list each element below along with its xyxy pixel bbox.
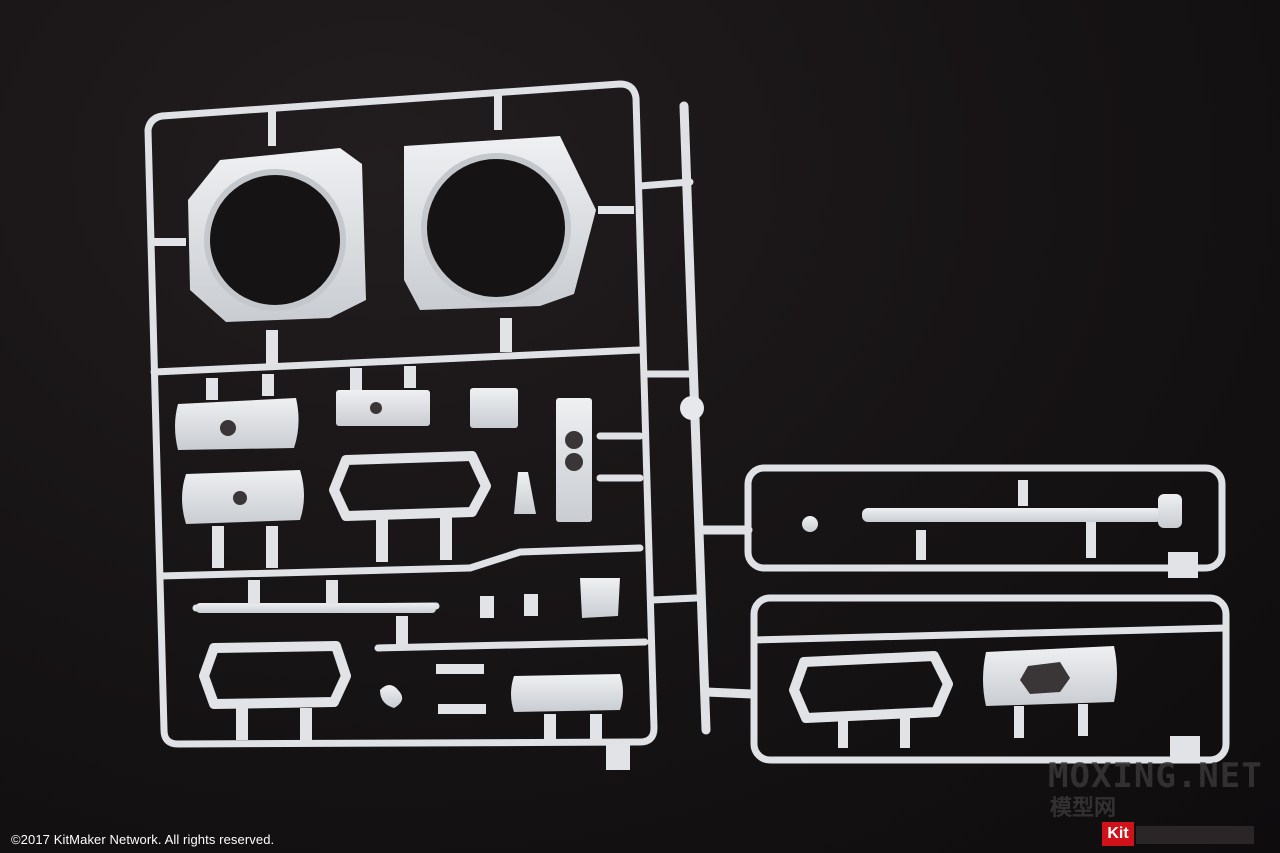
main-sprue-frame [144,80,700,748]
kit-logo-badge: Kit [1102,822,1134,846]
small-parts [175,388,1182,712]
sprue-gates [150,94,1200,770]
part-holes [220,402,1070,694]
watermark-cjk: 模型网 [1050,796,1117,821]
watermark-latin: MOXING.NET [1048,756,1263,796]
turret-ring-right [404,136,596,310]
copyright-text: ©2017 KitMaker Network. All rights reser… [11,832,275,847]
frame-parts [199,451,953,723]
watermark-bar [1136,826,1254,844]
turret-ring-left [188,148,366,322]
runner-hub [680,396,704,420]
right-sprue-frames [744,464,1230,764]
